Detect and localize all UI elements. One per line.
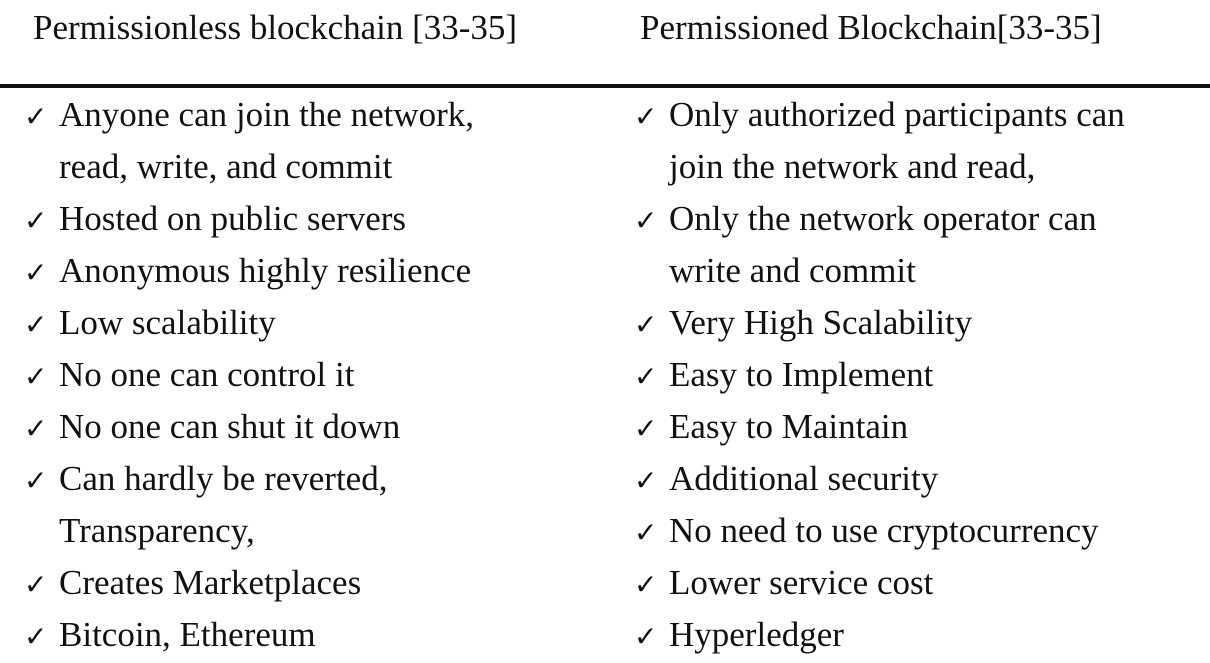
header-divider bbox=[0, 84, 1210, 88]
list-item-text: No need to use cryptocurrency bbox=[669, 511, 1099, 550]
check-icon: ✓ bbox=[24, 464, 48, 497]
list-item: ✓ Very High Scalability bbox=[634, 297, 1125, 349]
check-icon: ✓ bbox=[24, 308, 48, 341]
list-item-text: Can hardly be reverted, bbox=[59, 459, 388, 498]
list-item-text: Lower service cost bbox=[669, 563, 934, 602]
permissionless-list: ✓ Anyone can join the network, read, write… bbox=[24, 89, 474, 661]
list-item-text: Additional security bbox=[669, 459, 939, 498]
check-icon: ✓ bbox=[634, 360, 658, 393]
list-item-continuation: join the network and read, bbox=[634, 141, 1125, 193]
list-item-text: Easy to Maintain bbox=[669, 407, 909, 446]
list-item: ✓ Creates Marketplaces bbox=[24, 557, 474, 609]
list-item-text: Transparency, bbox=[59, 511, 255, 550]
list-item-text: join the network and read, bbox=[669, 147, 1036, 186]
check-icon: ✓ bbox=[24, 256, 48, 289]
list-item-text: No one can control it bbox=[59, 355, 355, 394]
permissioned-list: ✓ Only authorized participants can join th… bbox=[634, 89, 1125, 661]
check-icon: ✓ bbox=[634, 516, 658, 549]
list-item-continuation: read, write, and commit bbox=[24, 141, 474, 193]
list-item: ✓ Anonymous highly resilience bbox=[24, 245, 474, 297]
list-item: ✓ Low scalability bbox=[24, 297, 474, 349]
list-item: ✓ Hosted on public servers bbox=[24, 193, 474, 245]
list-item: ✓ No need to use cryptocurrency bbox=[634, 505, 1125, 557]
list-item: ✓ Can hardly be reverted, bbox=[24, 453, 474, 505]
list-item: ✓ Only authorized participants can bbox=[634, 89, 1125, 141]
list-item: ✓ Bitcoin, Ethereum bbox=[24, 609, 474, 661]
check-icon: ✓ bbox=[634, 620, 658, 653]
list-item-text: Only authorized participants can bbox=[669, 95, 1125, 134]
list-item: ✓ Easy to Maintain bbox=[634, 401, 1125, 453]
list-item-text: Anyone can join the network, bbox=[59, 95, 475, 134]
list-item-text: Easy to Implement bbox=[669, 355, 934, 394]
check-icon: ✓ bbox=[634, 568, 658, 601]
list-item-text: No one can shut it down bbox=[59, 407, 401, 446]
check-icon: ✓ bbox=[24, 204, 48, 237]
check-icon: ✓ bbox=[24, 360, 48, 393]
check-icon: ✓ bbox=[24, 620, 48, 653]
list-item: ✓ Additional security bbox=[634, 453, 1125, 505]
check-icon: ✓ bbox=[634, 464, 658, 497]
check-icon: ✓ bbox=[24, 568, 48, 601]
list-item-text: Very High Scalability bbox=[669, 303, 973, 342]
check-icon: ✓ bbox=[634, 204, 658, 237]
list-item: ✓ No one can control it bbox=[24, 349, 474, 401]
list-item-text: Low scalability bbox=[59, 303, 276, 342]
list-item: ✓ Hyperledger bbox=[634, 609, 1125, 661]
list-item-text: Hyperledger bbox=[669, 615, 844, 654]
check-icon: ✓ bbox=[24, 412, 48, 445]
list-item-text: Creates Marketplaces bbox=[59, 563, 362, 602]
list-item-text: Anonymous highly resilience bbox=[59, 251, 472, 290]
list-item-continuation: write and commit bbox=[634, 245, 1125, 297]
list-item: ✓ Anyone can join the network, bbox=[24, 89, 474, 141]
list-item: ✓ Lower service cost bbox=[634, 557, 1125, 609]
check-icon: ✓ bbox=[634, 100, 658, 133]
check-icon: ✓ bbox=[24, 100, 48, 133]
list-item-text: read, write, and commit bbox=[59, 147, 393, 186]
list-item-text: write and commit bbox=[669, 251, 916, 290]
header-permissionless: Permissionless blockchain [33-35] bbox=[33, 8, 518, 47]
list-item-text: Bitcoin, Ethereum bbox=[59, 615, 316, 654]
list-item: ✓ No one can shut it down bbox=[24, 401, 474, 453]
check-icon: ✓ bbox=[634, 308, 658, 341]
list-item: ✓ Only the network operator can bbox=[634, 193, 1125, 245]
header-permissioned: Permissioned Blockchain[33-35] bbox=[640, 8, 1102, 47]
check-icon: ✓ bbox=[634, 412, 658, 445]
list-item-text: Hosted on public servers bbox=[59, 199, 407, 238]
list-item: ✓ Easy to Implement bbox=[634, 349, 1125, 401]
list-item-text: Only the network operator can bbox=[669, 199, 1097, 238]
list-item-continuation: Transparency, bbox=[24, 505, 474, 557]
